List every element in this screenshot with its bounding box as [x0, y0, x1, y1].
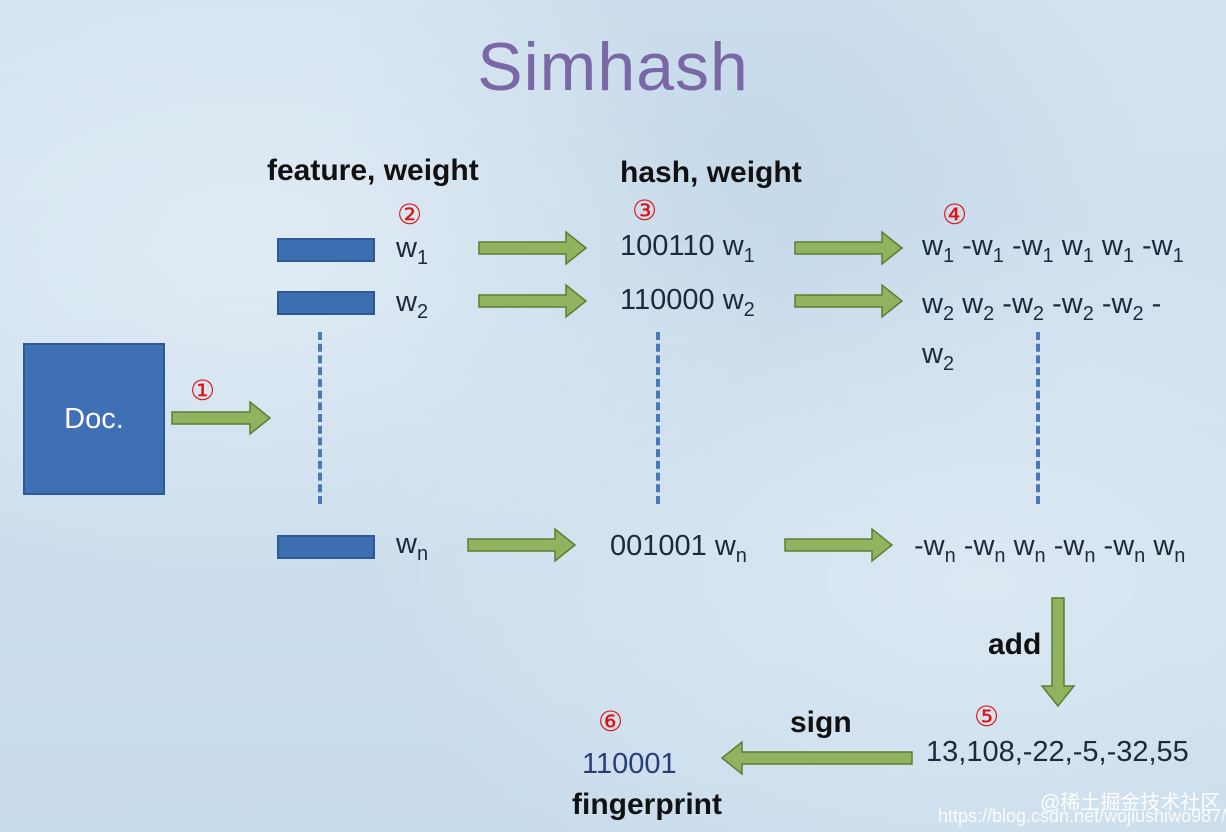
step-marker-2: ②	[397, 198, 423, 231]
feature-bar-n	[277, 535, 375, 559]
sum-vector: 13,108,-22,-5,-32,55	[926, 736, 1189, 768]
arrow-sign-left	[720, 740, 913, 776]
signed-weight-term: w2	[922, 288, 955, 325]
arrow-add-down	[1040, 597, 1076, 708]
header-hash-weight: hash, weight	[620, 156, 802, 189]
hash-row-2: 110000 w2	[620, 284, 755, 321]
signed-weight-term: -wn	[914, 530, 956, 567]
feature-bar-2	[277, 291, 375, 315]
fingerprint-value: 110001	[582, 748, 677, 780]
signed-vector-row-2: w2 w2 -w2 -w2 -w2 -w2	[922, 284, 1192, 384]
step-marker-1: ①	[190, 374, 216, 407]
signed-weight-term: -wn	[963, 530, 1006, 567]
signed-weight-term: -wn	[1103, 530, 1146, 567]
weight-wn: wn	[396, 528, 429, 565]
arrow-hash2-to-vector	[794, 283, 904, 319]
signed-weight-term: -w2	[1002, 288, 1045, 325]
step-marker-5: ⑤	[974, 700, 1000, 733]
step-marker-3: ③	[632, 194, 658, 227]
url-watermark: https://blog.csdn.net/wojiushiwo987/arti…	[938, 806, 1226, 826]
signed-weight-term: -w1	[1011, 230, 1054, 267]
signed-weight-term: -w1	[962, 230, 1004, 267]
arrow-hashn-to-vector	[784, 527, 894, 563]
arrow-w1-to-hash	[478, 230, 588, 266]
arrow-w2-to-hash	[478, 283, 588, 319]
document-label: Doc.	[64, 402, 124, 435]
add-label: add	[988, 628, 1042, 661]
signed-weight-term: -w2	[1101, 288, 1144, 325]
signed-weight-term: w1	[1101, 230, 1134, 267]
hash-row-1: 100110 w1	[620, 230, 755, 267]
feature-bar-1	[277, 238, 375, 262]
hash-row-n: 001001 wn	[610, 530, 747, 567]
feature-ellipsis-line	[318, 332, 322, 504]
weight-w1: w1	[396, 232, 429, 269]
community-watermark: @稀土掘金技术社区	[1040, 792, 1221, 814]
arrow-doc-to-features	[171, 400, 272, 436]
signed-weight-term: wn	[1013, 530, 1046, 567]
document-box: Doc.	[23, 343, 165, 495]
step-marker-6: ⑥	[598, 705, 624, 738]
signed-vector-row-n: -wn -wn wn -wn -wn wn	[914, 530, 1214, 568]
signed-weight-term: -w1	[1142, 230, 1184, 267]
arrow-hash1-to-vector	[794, 230, 904, 266]
signed-weight-term: w1	[922, 230, 955, 267]
signed-weight-term: -wn	[1053, 530, 1096, 567]
header-feature-weight: feature, weight	[267, 154, 479, 187]
signed-weight-term: -w2	[1052, 288, 1094, 325]
signed-weight-term: wn	[1153, 530, 1186, 567]
weight-w2: w2	[396, 286, 429, 323]
vector-ellipsis-line	[1036, 332, 1040, 504]
signed-vector-row-1: w1 -w1 -w1 w1 w1 -w1	[922, 230, 1212, 268]
fingerprint-label: fingerprint	[572, 788, 722, 821]
step-marker-4: ④	[942, 198, 968, 231]
signed-weight-term: w2	[962, 288, 995, 325]
signed-weight-term: -w2	[922, 288, 1162, 375]
diagram-title: Simhash	[477, 29, 749, 105]
signed-weight-term: w1	[1061, 230, 1094, 267]
arrow-wn-to-hash	[467, 527, 577, 563]
sign-label: sign	[790, 706, 852, 739]
hash-ellipsis-line	[656, 332, 660, 504]
